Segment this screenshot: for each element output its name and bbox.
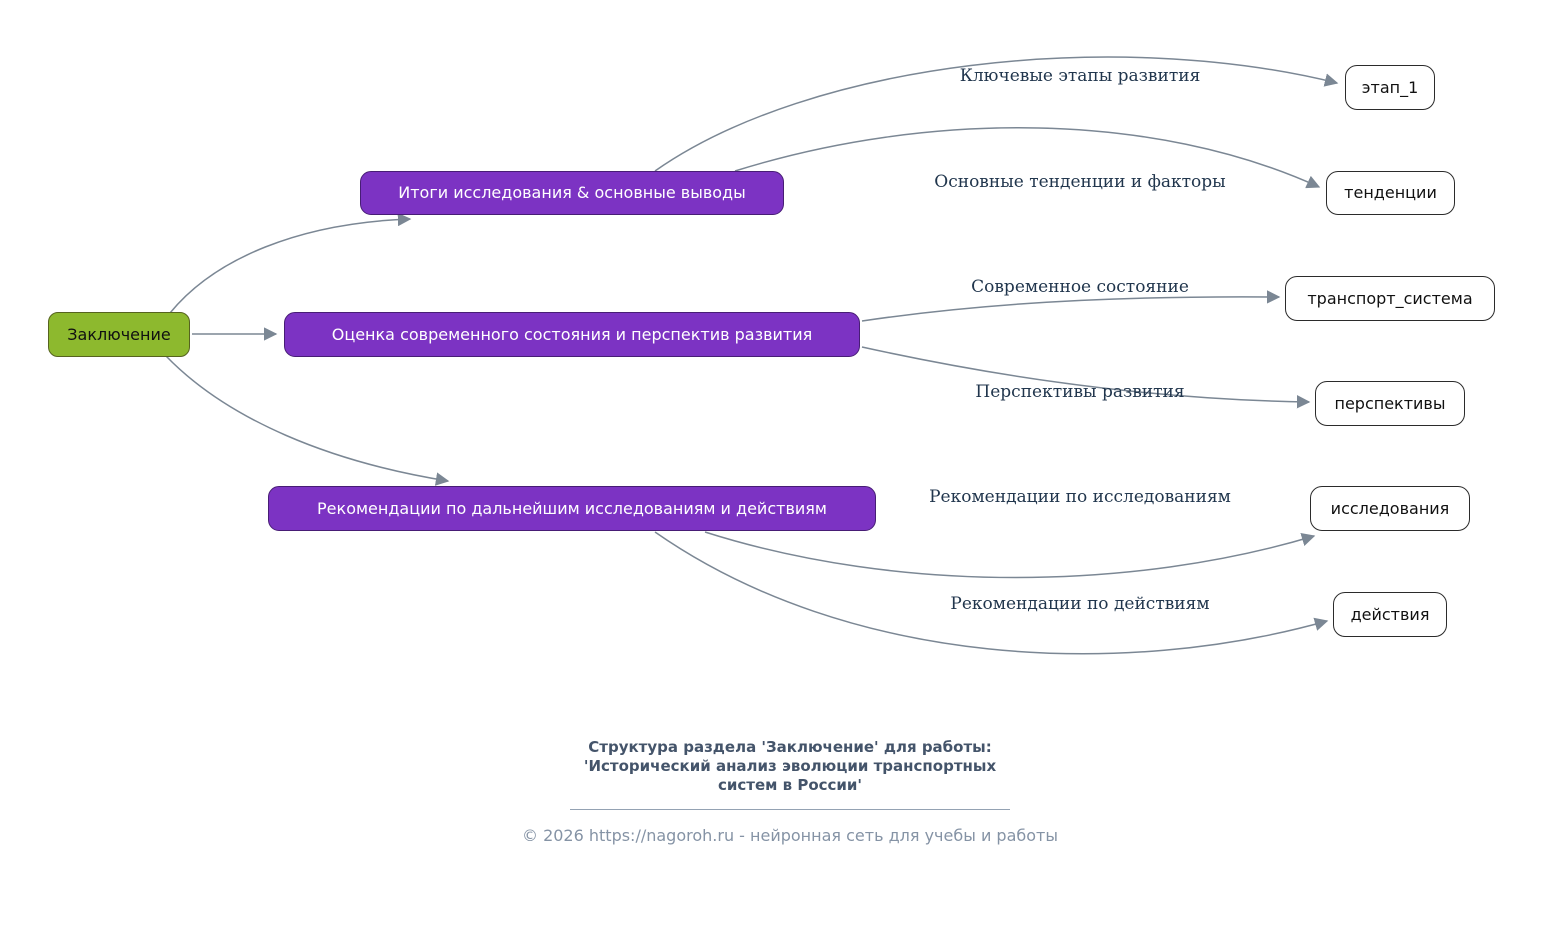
footer-title-line-2: 'Исторический анализ эволюции транспортн… [583, 757, 997, 775]
footer-caption: Структура раздела 'Заключение' для работ… [470, 738, 1110, 845]
footer-title: Структура раздела 'Заключение' для работ… [470, 738, 1110, 795]
edge-label-rekomendacii-deystviya: Рекомендации по действиям [950, 594, 1210, 614]
footer-divider [570, 809, 1010, 810]
edge-label-perspektivy-razvitiya: Перспективы развития [975, 382, 1185, 402]
branch-node-assessment: Оценка современного состояния и перспект… [284, 312, 860, 357]
edge-root-to-recommendations [165, 355, 450, 486]
root-node-label: Заключение [67, 324, 171, 344]
edge-root-to-summary [169, 212, 412, 314]
leaf-node-transport-sistema: транспорт_система [1285, 276, 1495, 321]
branch-node-label: Оценка современного состояния и перспект… [331, 324, 813, 344]
edge-label-klyuchevye-etapy: Ключевые этапы развития [959, 66, 1201, 86]
edge-label-sovremennoe-sostoyanie: Современное состояние [971, 277, 1189, 297]
branch-node-summary: Итоги исследования & основные выводы [360, 171, 784, 215]
branch-node-recommendations: Рекомендации по дальнейшим исследованиям… [268, 486, 876, 531]
footer-title-line-3: систем в России' [717, 776, 863, 794]
edge-recommendations-to-deystviya [654, 531, 1329, 655]
branch-node-label: Итоги исследования & основные выводы [398, 183, 746, 203]
edge-label-rekomendacii-issledovaniya: Рекомендации по исследованиям [929, 487, 1231, 507]
leaf-node-tendencii: тенденции [1326, 171, 1455, 215]
edge-summary-to-etap1 [654, 56, 1339, 172]
leaf-node-perspektivy: перспективы [1315, 381, 1465, 426]
edge-assessment-to-perspektivy [861, 346, 1311, 409]
edge-assessment-to-transport [861, 290, 1281, 322]
leaf-node-etap-1: этап_1 [1345, 65, 1435, 110]
root-node-zaklyuchenie: Заключение [48, 312, 190, 357]
branch-node-label: Рекомендации по дальнейшим исследованиям… [317, 498, 827, 518]
edge-recommendations-to-issledovaniya [704, 531, 1316, 579]
footer-copyright: © 2026 https://nagoroh.ru - нейронная се… [521, 826, 1058, 845]
leaf-node-label: перспективы [1334, 393, 1446, 413]
leaf-node-label: тенденции [1344, 183, 1437, 203]
leaf-node-label: исследования [1330, 498, 1450, 518]
leaf-node-label: этап_1 [1361, 77, 1419, 97]
edge-label-osnovnye-tendencii: Основные тенденции и факторы [934, 172, 1226, 192]
leaf-node-label: транспорт_система [1307, 288, 1473, 308]
edge-summary-to-tendencii [734, 127, 1321, 189]
footer-title-line-1: Структура раздела 'Заключение' для работ… [588, 738, 992, 756]
leaf-node-issledovaniya: исследования [1310, 486, 1470, 531]
leaf-node-deystviya: действия [1333, 592, 1447, 637]
leaf-node-label: действия [1350, 604, 1430, 624]
